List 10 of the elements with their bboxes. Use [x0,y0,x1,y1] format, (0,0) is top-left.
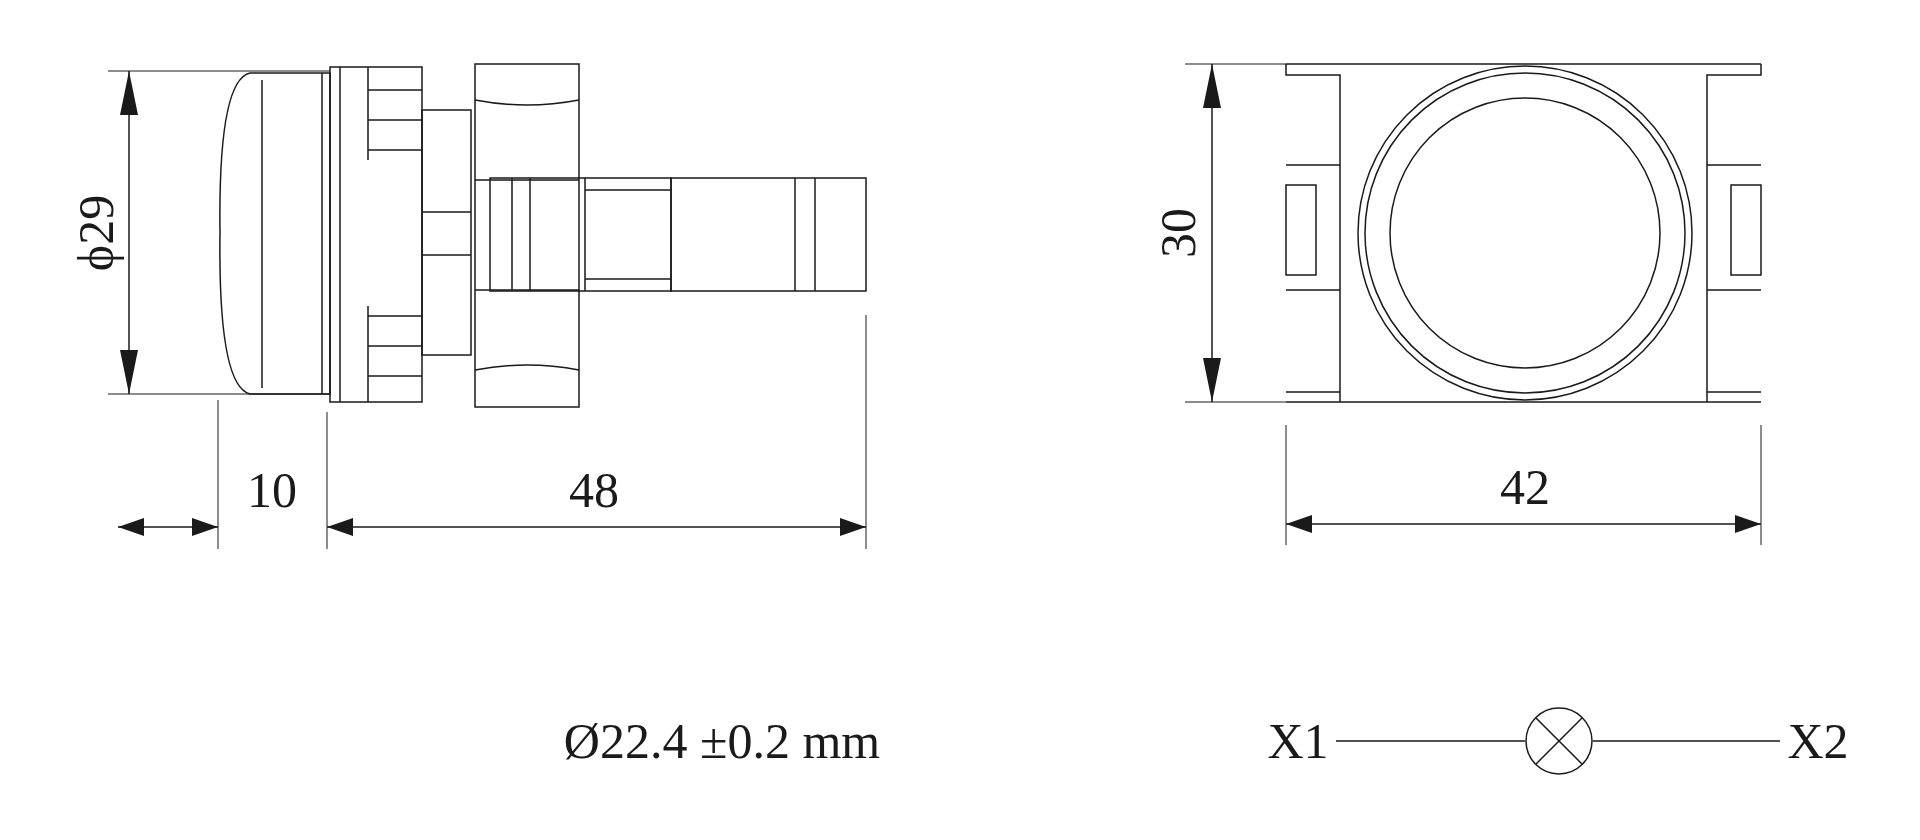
dimension-label: 10 [247,465,297,515]
terminal-label: X2 [1780,711,1856,771]
wire [1592,740,1781,742]
dimension-label: Ø22.4 ±0.2 mm [563,716,881,766]
dimension-label: 48 [569,465,619,515]
dimension-label: 42 [1500,462,1550,512]
lamp-symbol [1525,707,1593,775]
wire [1335,740,1526,742]
dimension-label: 30 [1153,208,1203,258]
terminal-label: X1 [1260,711,1336,771]
